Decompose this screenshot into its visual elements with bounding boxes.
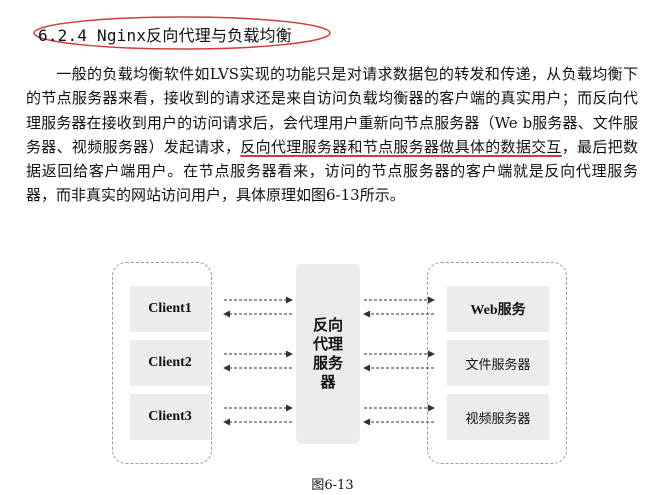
proxy-label-line-3: 服务	[312, 354, 343, 372]
proxy-diagram: Client1 Client2 Client3 反向 代理 服务 器 Web服务…	[112, 262, 647, 464]
proxy-label-line-2: 代理	[312, 335, 343, 353]
client-box-2: Client2	[130, 340, 210, 386]
reverse-proxy-box: 反向 代理 服务 器	[296, 264, 360, 444]
client-box-1: Client1	[130, 286, 210, 332]
section-heading: 6.2.4 Nginx反向代理与负载均衡	[38, 26, 292, 45]
proxy-label-line-1: 反向	[312, 316, 343, 334]
video-server-box: 视频服务器	[447, 394, 549, 440]
figure-caption: 图6-13	[311, 478, 354, 493]
paragraph-text-after: ，最后把数据返回给客户端用户。在节点服务器看来，访问的节点服务器的客户端就是反向…	[26, 137, 638, 205]
web-server-box: Web服务	[447, 286, 549, 332]
section-heading-wrap: 6.2.4 Nginx反向代理与负载均衡	[30, 12, 340, 56]
arrow-layer	[223, 296, 435, 426]
client-box-3: Client3	[130, 394, 210, 440]
file-server-box: 文件服务器	[447, 340, 549, 386]
body-paragraph: 一般的负载均衡软件如LVS实现的功能只是对请求数据包的转发和传递，从负载均衡下的…	[26, 62, 638, 208]
paragraph-text-before: 一般的负载均衡软件如LVS实现的功能只是对请求数据包的转发和传递，从负载均衡下的…	[26, 65, 638, 156]
proxy-label-line-4: 器	[320, 373, 336, 391]
paragraph-underlined-text: 反向代理服务器和节点服务器做具体的数据交互	[240, 137, 562, 156]
heading-annotation-ellipse	[33, 16, 331, 50]
